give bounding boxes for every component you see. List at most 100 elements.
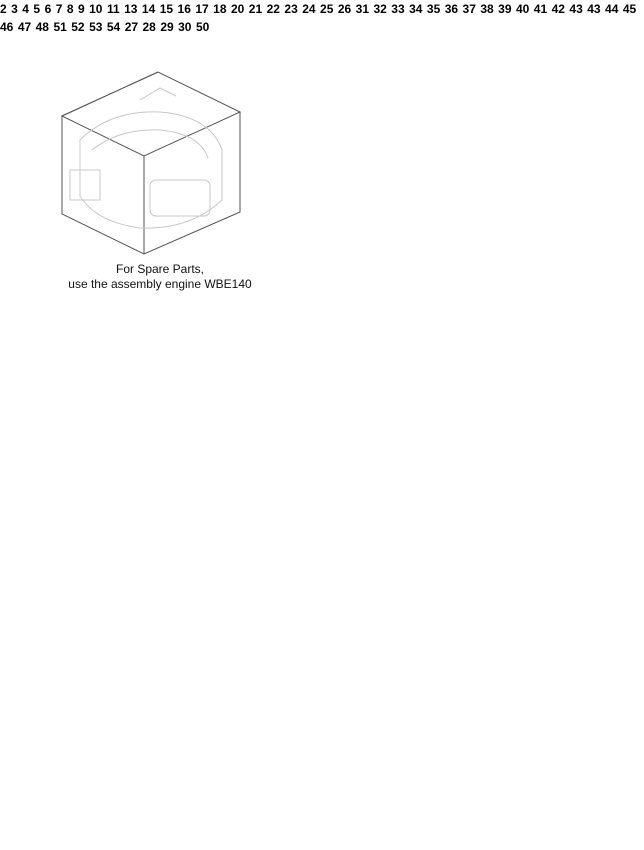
leader-30: 2 3 4 5 6 7 8 9 10 11 13 14 15 16 17 18 … bbox=[0, 0, 636, 291]
leader-23: 2 3 4 5 6 7 8 9 10 11 13 14 15 16 17 18 … bbox=[0, 0, 636, 291]
leader-31b: 2 3 4 5 6 7 8 9 10 11 13 14 15 16 17 18 … bbox=[0, 0, 636, 291]
callout-21: 21 bbox=[248, 2, 263, 16]
callout-16: 16 bbox=[177, 2, 191, 16]
leader-22: 2 3 4 5 6 7 8 9 10 11 13 14 15 16 17 18 … bbox=[0, 0, 636, 291]
callout-54: 54 bbox=[106, 20, 121, 34]
leader-53: 2 3 4 5 6 7 8 9 10 11 13 14 15 16 17 18 … bbox=[0, 0, 636, 291]
callout-9: 9 bbox=[77, 2, 85, 16]
leader-46: 2 3 4 5 6 7 8 9 10 11 13 14 15 16 17 18 … bbox=[0, 0, 636, 291]
callout-45: 45 bbox=[622, 2, 637, 16]
callout-37: 37 bbox=[462, 2, 476, 16]
callout-43b: 43 bbox=[587, 2, 601, 16]
callout-43a: 43 bbox=[569, 2, 583, 16]
leader-43a: 2 3 4 5 6 7 8 9 10 11 13 14 15 16 17 18 … bbox=[0, 0, 636, 291]
leader-33: 2 3 4 5 6 7 8 9 10 11 13 14 15 16 17 18 … bbox=[0, 0, 636, 291]
leader-15: 2 3 4 5 6 7 8 9 10 11 13 14 15 16 17 18 … bbox=[0, 0, 636, 291]
leader-26: 2 3 4 5 6 7 8 9 10 11 13 14 15 16 17 18 … bbox=[0, 0, 636, 291]
callout-40: 40 bbox=[515, 2, 530, 16]
leader-43b: 2 3 4 5 6 7 8 9 10 11 13 14 15 16 17 18 … bbox=[0, 0, 636, 291]
leader-29: 2 3 4 5 6 7 8 9 10 11 13 14 15 16 17 18 … bbox=[0, 0, 636, 291]
leader-38: 2 3 4 5 6 7 8 9 10 11 13 14 15 16 17 18 … bbox=[0, 0, 636, 291]
circled-callout-28-ring: 28 29 30 50 bbox=[143, 18, 210, 35]
leader-24: 2 3 4 5 6 7 8 9 10 11 13 14 15 16 17 18 … bbox=[0, 0, 636, 291]
leader-54: 2 3 4 5 6 7 8 9 10 11 13 14 15 16 17 18 … bbox=[0, 0, 636, 291]
circled-callout-50-ring: 50 bbox=[196, 18, 209, 35]
leader-47: 2 3 4 5 6 7 8 9 10 11 13 14 15 16 17 18 … bbox=[0, 0, 636, 291]
callout-17: 17 bbox=[195, 2, 209, 16]
callout-51: 51 bbox=[53, 20, 67, 34]
leader-16: 2 3 4 5 6 7 8 9 10 11 13 14 15 16 17 18 … bbox=[0, 0, 636, 291]
callout-23: 23 bbox=[284, 2, 298, 16]
leader-25: 2 3 4 5 6 7 8 9 10 11 13 14 15 16 17 18 … bbox=[0, 0, 636, 291]
leader-44: 2 3 4 5 6 7 8 9 10 11 13 14 15 16 17 18 … bbox=[0, 0, 636, 291]
leader-36: 2 3 4 5 6 7 8 9 10 11 13 14 15 16 17 18 … bbox=[0, 0, 636, 291]
callout-38: 38 bbox=[480, 2, 494, 16]
leader-40: 2 3 4 5 6 7 8 9 10 11 13 14 15 16 17 18 … bbox=[0, 0, 636, 291]
callout-44: 44 bbox=[605, 2, 619, 16]
callout-42: 42 bbox=[551, 2, 565, 16]
callout-26: 26 bbox=[337, 2, 352, 16]
callout-35: 35 bbox=[426, 2, 441, 16]
callout-25: 25 bbox=[320, 2, 334, 16]
circled-callout-30-ring: 30 50 bbox=[178, 18, 209, 35]
callout-24: 24 bbox=[302, 2, 316, 16]
leader-28: 2 3 4 5 6 7 8 9 10 11 13 14 15 16 17 18 … bbox=[0, 0, 636, 291]
callout-6: 6 bbox=[44, 2, 52, 16]
callout-20: 20 bbox=[230, 2, 245, 16]
callout-34: 34 bbox=[409, 2, 423, 16]
callout-47: 47 bbox=[17, 20, 32, 34]
callout-27: 27 bbox=[124, 20, 139, 34]
callout-8: 8 bbox=[66, 2, 74, 16]
leader-39b: 2 3 4 5 6 7 8 9 10 11 13 14 15 16 17 18 … bbox=[0, 0, 636, 291]
circled-callouts: 27 28 29 30 50 bbox=[125, 18, 210, 35]
callout-4: 4 bbox=[22, 2, 29, 16]
leader-27: 2 3 4 5 6 7 8 9 10 11 13 14 15 16 17 18 … bbox=[0, 0, 636, 291]
leader-21: 2 3 4 5 6 7 8 9 10 11 13 14 15 16 17 18 … bbox=[0, 0, 636, 291]
callout-5: 5 bbox=[33, 2, 41, 16]
caption-line-2: use the assembly engine WBE140 bbox=[68, 277, 252, 291]
callout-18: 18 bbox=[213, 2, 227, 16]
callout-3: 3 bbox=[11, 2, 18, 16]
callout-39: 39 bbox=[498, 2, 512, 16]
callout-11: 11 bbox=[106, 2, 120, 16]
leader-32: 2 3 4 5 6 7 8 9 10 11 13 14 15 16 17 18 … bbox=[0, 0, 636, 291]
leader-41: 2 3 4 5 6 7 8 9 10 11 13 14 15 16 17 18 … bbox=[0, 0, 636, 291]
leader-39: 2 3 4 5 6 7 8 9 10 11 13 14 15 16 17 18 … bbox=[0, 0, 636, 291]
leader-35: 2 3 4 5 6 7 8 9 10 11 13 14 15 16 17 18 … bbox=[0, 0, 636, 291]
callout-30: 30 bbox=[178, 20, 192, 34]
callout-36: 36 bbox=[444, 2, 459, 16]
callout-32: 32 bbox=[373, 2, 387, 16]
leader-48: 2 3 4 5 6 7 8 9 10 11 13 14 15 16 17 18 … bbox=[0, 0, 636, 291]
caption-line-1: For Spare Parts, bbox=[115, 262, 205, 276]
callout-46: 46 bbox=[0, 20, 14, 34]
leader-51: 2 3 4 5 6 7 8 9 10 11 13 14 15 16 17 18 … bbox=[0, 0, 636, 291]
callout-29: 29 bbox=[160, 20, 174, 34]
callout-52: 52 bbox=[71, 20, 85, 34]
circled-callout-29-ring: 29 30 50 bbox=[160, 18, 209, 35]
circled-callout-27-ring: 27 28 29 30 50 bbox=[125, 18, 210, 35]
callout-15: 15 bbox=[159, 2, 174, 16]
leader-50: 2 3 4 5 6 7 8 9 10 11 13 14 15 16 17 18 … bbox=[0, 0, 636, 291]
leader-14: 2 3 4 5 6 7 8 9 10 11 13 14 15 16 17 18 … bbox=[0, 0, 636, 291]
leader-42: 2 3 4 5 6 7 8 9 10 11 13 14 15 16 17 18 … bbox=[0, 0, 636, 291]
leader-34: 2 3 4 5 6 7 8 9 10 11 13 14 15 16 17 18 … bbox=[0, 0, 636, 291]
leader-45: 2 3 4 5 6 7 8 9 10 11 13 14 15 16 17 18 … bbox=[0, 0, 636, 291]
callout-10: 10 bbox=[89, 2, 103, 16]
callout-14: 14 bbox=[141, 2, 156, 16]
leader-18: 2 3 4 5 6 7 8 9 10 11 13 14 15 16 17 18 … bbox=[0, 0, 636, 291]
engine-assembly-reference-cube bbox=[60, 71, 242, 255]
callout-53: 53 bbox=[89, 20, 103, 34]
callout-31: 31 bbox=[355, 2, 369, 16]
callout-50: 50 bbox=[195, 20, 210, 34]
callout-13: 13 bbox=[124, 2, 138, 16]
spare-parts-caption: For Spare Parts, use the assembly engine… bbox=[40, 262, 280, 292]
leader-37: 2 3 4 5 6 7 8 9 10 11 13 14 15 16 17 18 … bbox=[0, 0, 636, 291]
leader-31: 2 3 4 5 6 7 8 9 10 11 13 14 15 16 17 18 … bbox=[0, 0, 636, 291]
callout-33: 33 bbox=[391, 2, 405, 16]
callout-28: 28 bbox=[142, 20, 156, 34]
leader-20: 2 3 4 5 6 7 8 9 10 11 13 14 15 16 17 18 … bbox=[0, 0, 636, 291]
leader-17: 2 3 4 5 6 7 8 9 10 11 13 14 15 16 17 18 … bbox=[0, 0, 636, 291]
callout-7: 7 bbox=[55, 2, 63, 16]
callout-numbers: 2 3 4 5 6 7 8 9 10 11 13 14 15 16 17 18 … bbox=[0, 0, 636, 35]
